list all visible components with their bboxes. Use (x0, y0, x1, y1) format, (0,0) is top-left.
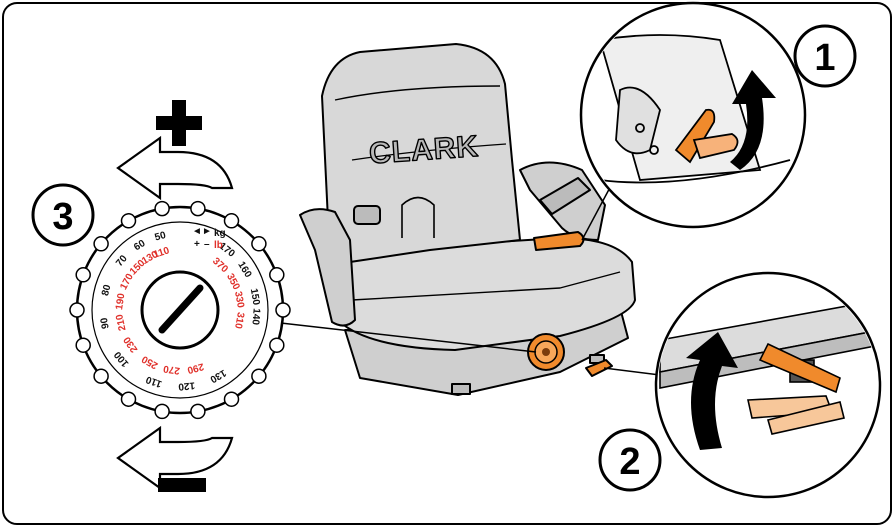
dial-lb-label: 190 (114, 292, 127, 310)
dial-grip-notch (270, 338, 284, 352)
minus-icon (158, 478, 206, 492)
dial-grip-notch (122, 214, 136, 228)
seat-foot-left (452, 384, 470, 394)
dial-plus-sign: + (194, 239, 200, 250)
dial-grip-notch (70, 303, 84, 317)
dial-unit-kg: kg (214, 228, 226, 239)
svg-text:2: 2 (619, 441, 640, 483)
dial-grip-notch (94, 369, 108, 383)
dial-grip-notch (276, 303, 290, 317)
seatbelt-buckle-left (354, 206, 380, 224)
callout-2: 2 (600, 430, 660, 490)
dial-minus-sign: – (204, 239, 210, 250)
dial-grip-notch (252, 237, 266, 251)
dial-kg-label: 140 (249, 308, 261, 326)
dial-lb-label: 270 (162, 363, 180, 376)
dial-grip-notch (76, 268, 90, 282)
dial-grip-notch (225, 392, 239, 406)
svg-text:1: 1 (814, 37, 835, 79)
dial-grip-notch (191, 202, 205, 216)
dial-grip-notch (270, 268, 284, 282)
dial-grip-notch (191, 404, 205, 418)
dial-grip-notch (252, 369, 266, 383)
dial-grip-notch (76, 338, 90, 352)
dial-grip-notch (155, 202, 169, 216)
dial-arrow-left: ◄ (192, 226, 202, 237)
callout-3: 3 (33, 185, 93, 245)
dial-grip-notch (122, 392, 136, 406)
dial-kg-label: 120 (177, 379, 195, 391)
callout-1: 1 (795, 26, 855, 86)
dial-arrow-right: ► (202, 226, 212, 237)
dial-grip-notch (155, 404, 169, 418)
dial-grip-notch (94, 237, 108, 251)
detail-2-circle (656, 273, 880, 497)
svg-text:3: 3 (52, 196, 73, 238)
dial-unit-lb: lb (214, 240, 223, 251)
dial-grip-notch (225, 214, 239, 228)
